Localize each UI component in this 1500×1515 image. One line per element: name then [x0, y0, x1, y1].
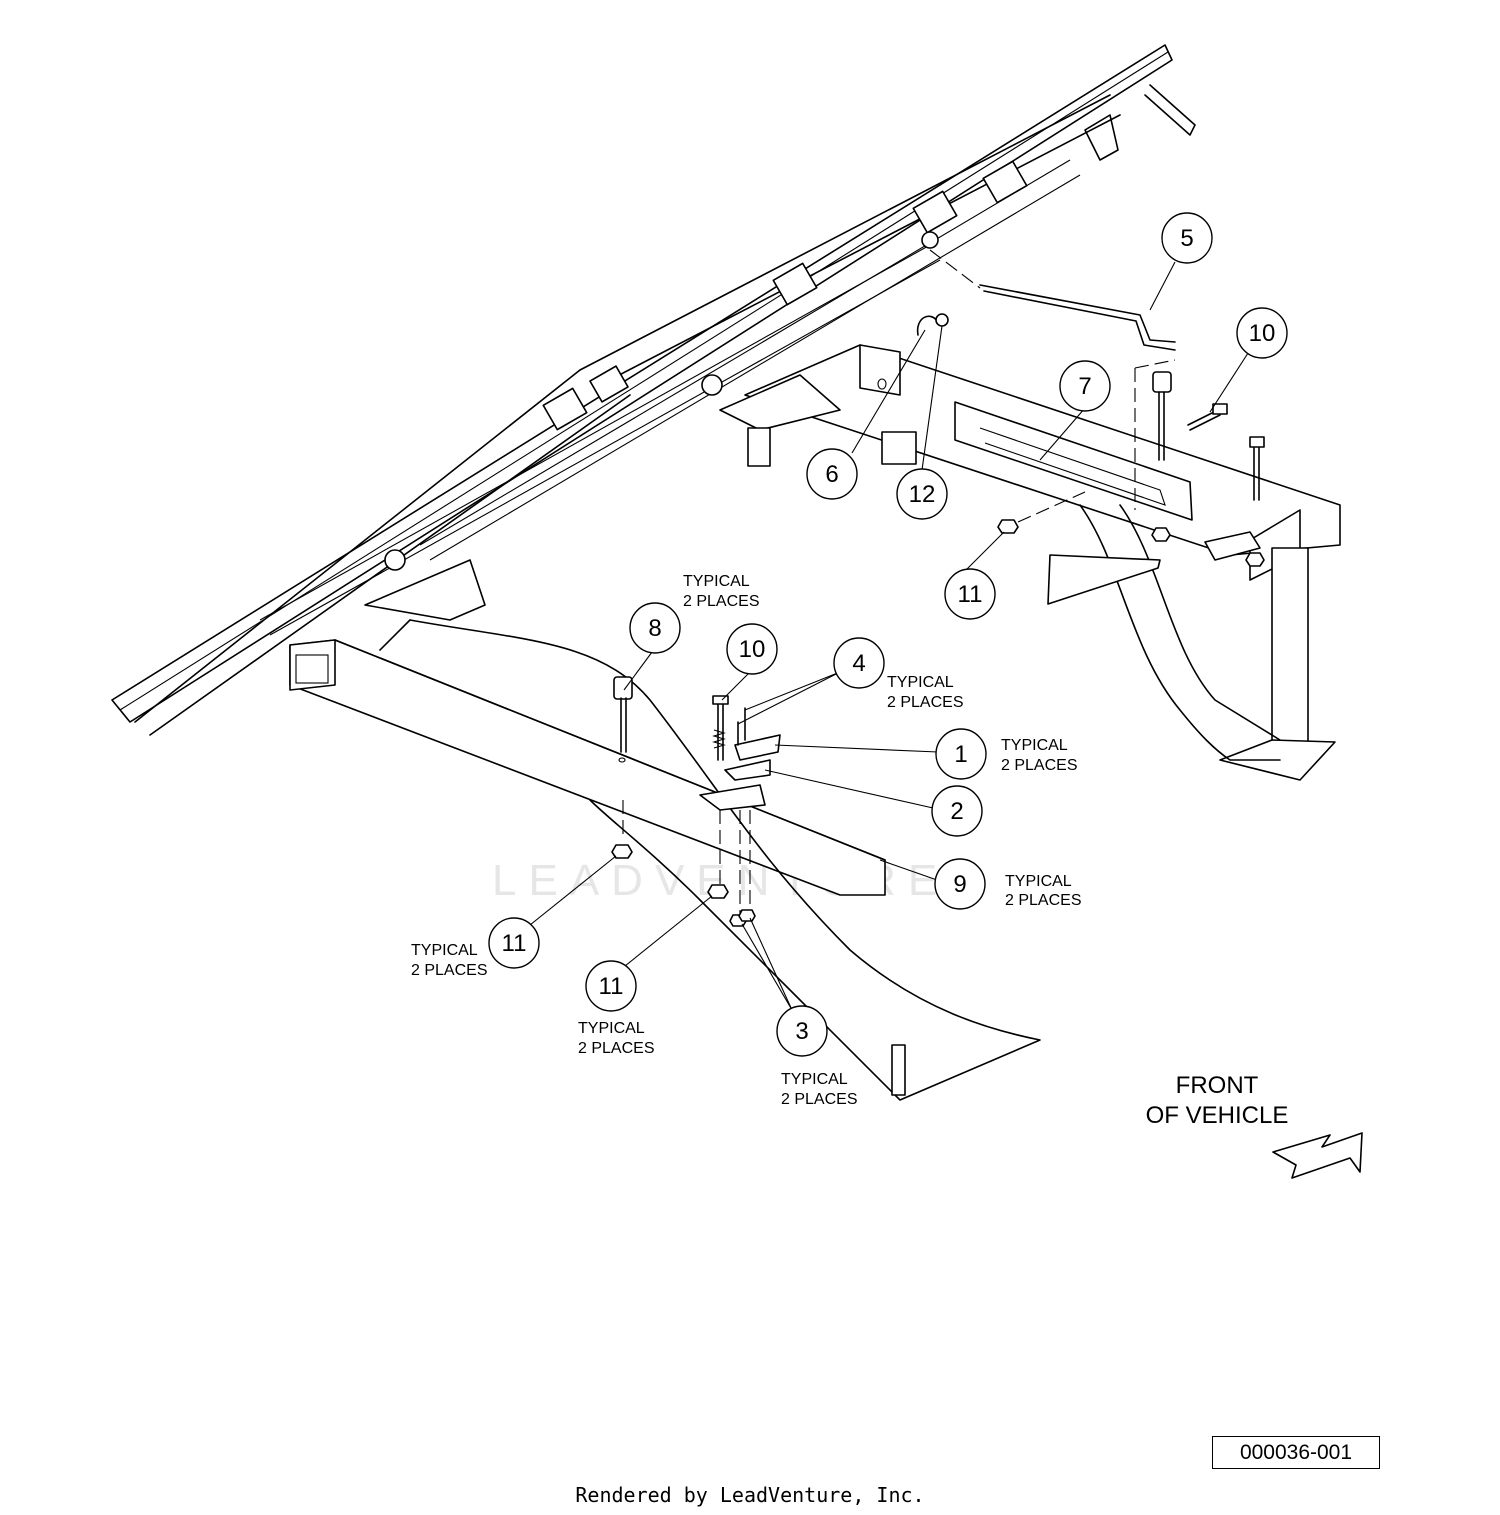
svg-text:7: 7 [1078, 373, 1091, 400]
svg-text:12: 12 [909, 481, 936, 508]
svg-text:2: 2 [950, 798, 963, 825]
front-cross-rail [289, 559, 1041, 1101]
svg-text:2 PLACES: 2 PLACES [683, 593, 759, 610]
svg-text:TYPICAL: TYPICAL [683, 573, 750, 590]
svg-text:TYPICAL: TYPICAL [1001, 737, 1068, 754]
svg-text:10: 10 [739, 636, 766, 663]
svg-text:TYPICAL: TYPICAL [411, 942, 478, 959]
callout-2: 2 [931, 785, 983, 837]
rear-cross-rail [719, 344, 1341, 781]
svg-text:11: 11 [502, 930, 527, 957]
callout-11-right: 11 [944, 568, 996, 620]
svg-text:1: 1 [954, 741, 967, 768]
tilted-frame [111, 44, 1196, 736]
svg-text:2 PLACES: 2 PLACES [1005, 892, 1081, 909]
svg-text:TYPICAL: TYPICAL [781, 1071, 848, 1088]
svg-text:11: 11 [599, 973, 624, 1000]
svg-text:TYPICAL: TYPICAL [1005, 873, 1072, 890]
callout-10-right: 10 [1236, 307, 1288, 359]
hardware [611, 249, 1265, 927]
callout-7: 7 [1059, 360, 1111, 412]
svg-text:11: 11 [958, 581, 983, 608]
callout-4: 4 [833, 637, 885, 689]
front-direction-arrow-icon [1272, 1132, 1363, 1179]
svg-text:4: 4 [852, 650, 865, 677]
callout-3: 3 [776, 1005, 828, 1057]
note-typical-11-center: TYPICAL 2 PLACES [578, 1020, 654, 1057]
front-of-vehicle-label: FRONT OF VEHICLE [1146, 1072, 1289, 1129]
svg-text:TYPICAL: TYPICAL [578, 1020, 645, 1037]
svg-text:TYPICAL: TYPICAL [887, 674, 954, 691]
callout-5: 5 [1161, 212, 1213, 264]
svg-text:2 PLACES: 2 PLACES [1001, 757, 1077, 774]
drawing-code: 000036-001 [1212, 1436, 1380, 1469]
note-typical-9: TYPICAL 2 PLACES [1005, 873, 1081, 909]
callout-11-center: 11 [585, 960, 637, 1012]
callout-1: 1 [935, 728, 987, 780]
note-typical-8: TYPICAL 2 PLACES [683, 573, 759, 610]
callout-10-left: 10 [726, 623, 778, 675]
leader-lines [529, 261, 1251, 1011]
svg-text:6: 6 [825, 461, 838, 488]
svg-text:2 PLACES: 2 PLACES [781, 1091, 857, 1108]
callout-11-left: 11 [488, 917, 540, 969]
svg-text:8: 8 [648, 615, 661, 642]
svg-text:9: 9 [953, 871, 966, 898]
svg-text:2 PLACES: 2 PLACES [887, 694, 963, 711]
svg-text:5: 5 [1180, 225, 1193, 252]
footer-credit: Rendered by LeadVenture, Inc. [575, 1483, 925, 1507]
note-typical-11-left: TYPICAL 2 PLACES [411, 942, 487, 979]
svg-text:2 PLACES: 2 PLACES [578, 1040, 654, 1057]
note-typical-4: TYPICAL 2 PLACES [887, 674, 963, 711]
callout-9: 9 [934, 858, 986, 910]
svg-text:3: 3 [795, 1018, 808, 1045]
callout-6: 6 [806, 448, 858, 500]
svg-text:OF VEHICLE: OF VEHICLE [1146, 1102, 1289, 1129]
svg-text:2 PLACES: 2 PLACES [411, 962, 487, 979]
svg-text:10: 10 [1249, 320, 1276, 347]
note-typical-3: TYPICAL 2 PLACES [781, 1071, 857, 1108]
callout-8: 8 [629, 602, 681, 654]
note-typical-1: TYPICAL 2 PLACES [1001, 737, 1077, 774]
callout-12: 12 [896, 468, 948, 520]
svg-text:FRONT: FRONT [1176, 1072, 1259, 1099]
